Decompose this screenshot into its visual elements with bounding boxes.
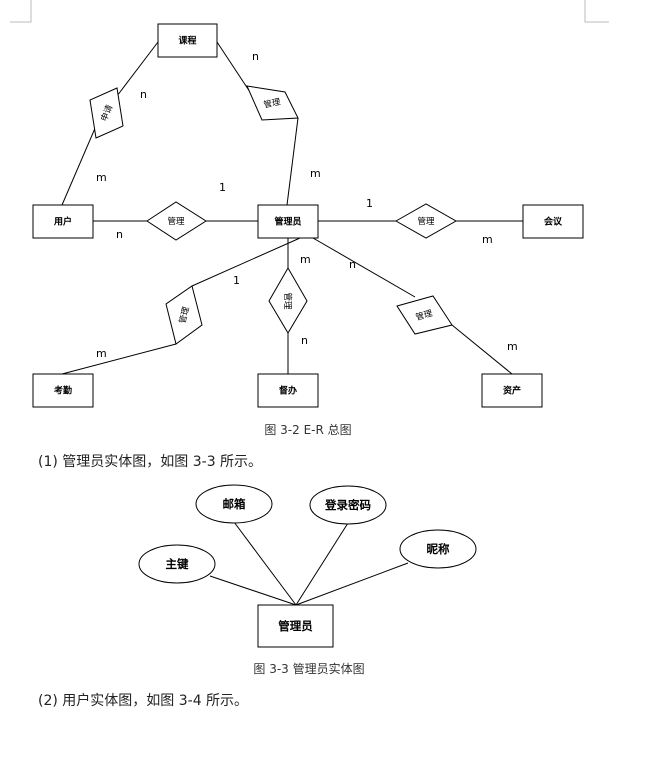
- entity-attendance: 考勤: [32, 373, 94, 408]
- svg-text:管理: 管理: [167, 216, 185, 227]
- card-user-admin-one: 1: [219, 181, 226, 194]
- paragraph-user-entity: (2) 用户实体图，如图 3-4 所示。: [38, 692, 248, 709]
- connector-lines: [61, 41, 523, 375]
- entity-asset: 资产: [481, 373, 543, 408]
- attribute-key: 主键: [138, 544, 216, 584]
- svg-text:邮箱: 邮箱: [223, 497, 246, 511]
- relation-manage-course: 管理: [246, 85, 299, 121]
- card-apply-user: m: [96, 171, 107, 184]
- svg-text:管理员: 管理员: [278, 619, 313, 633]
- entity-meeting: 会议: [522, 204, 584, 239]
- svg-text:督办: 督办: [279, 385, 297, 397]
- entity-user: 用户: [32, 204, 94, 239]
- relation-manage-asset: 管理: [396, 295, 453, 335]
- svg-text:会议: 会议: [544, 216, 563, 228]
- er-overall-diagram: 课程 用户 管理员 会议 考勤 督办 资产 申请: [32, 23, 584, 437]
- card-meeting-one: 1: [366, 197, 373, 210]
- card-asset-m: m: [507, 340, 518, 353]
- entity-doc: 督办: [257, 373, 319, 408]
- relation-manage-attendance: 管理: [165, 285, 203, 345]
- svg-text:用户: 用户: [53, 216, 72, 228]
- relation-apply: 申请: [89, 87, 124, 139]
- entity-admin-detail: 管理员: [257, 604, 334, 648]
- cardinality-labels: n m n m 1 n 1 m 1 m m n n m: [96, 50, 518, 360]
- attribute-lines: [209, 521, 409, 606]
- relation-manage-doc: 管理: [268, 266, 308, 334]
- svg-text:课程: 课程: [178, 35, 196, 47]
- relation-manage-meeting: 管理: [394, 203, 458, 239]
- svg-text:管理: 管理: [414, 308, 434, 323]
- attribute-nickname: 昵称: [399, 529, 477, 569]
- page-corner-marks: [10, 0, 609, 23]
- svg-text:管理: 管理: [417, 216, 435, 227]
- card-attendance-m: m: [96, 347, 107, 360]
- svg-text:登录密码: 登录密码: [324, 498, 371, 512]
- figure-caption-3-3: 图 3-3 管理员实体图: [253, 661, 364, 676]
- card-meeting-m: m: [482, 233, 493, 246]
- attribute-email: 邮箱: [195, 484, 273, 524]
- attribute-password: 登录密码: [309, 485, 387, 525]
- card-apply-course: n: [140, 88, 147, 101]
- entity-admin: 管理员: [257, 204, 319, 239]
- svg-text:管理: 管理: [282, 292, 293, 310]
- svg-text:昵称: 昵称: [427, 542, 450, 556]
- card-user-admin-n: n: [116, 228, 123, 241]
- relation-manage-user: 管理: [146, 201, 207, 241]
- svg-text:考勤: 考勤: [54, 385, 72, 397]
- card-doc-n: n: [301, 334, 308, 347]
- svg-text:主键: 主键: [166, 557, 189, 571]
- figure-caption-3-2: 图 3-2 E-R 总图: [264, 423, 351, 437]
- svg-text:管理员: 管理员: [274, 216, 301, 228]
- card-attendance-one: 1: [233, 274, 240, 287]
- card-doc-m: m: [300, 253, 311, 266]
- svg-text:资产: 资产: [503, 385, 521, 397]
- svg-text:管理: 管理: [263, 96, 282, 110]
- card-admin-course: m: [310, 167, 321, 180]
- card-course-manage: n: [252, 50, 259, 63]
- svg-text:管理: 管理: [177, 305, 192, 325]
- entity-course: 课程: [157, 23, 218, 58]
- paragraph-admin-entity: (1) 管理员实体图，如图 3-3 所示。: [38, 454, 262, 470]
- card-asset-n: n: [349, 258, 356, 271]
- admin-entity-diagram: 邮箱 登录密码 主键 昵称 管理员 图 3-3 管理员实体图: [138, 484, 477, 676]
